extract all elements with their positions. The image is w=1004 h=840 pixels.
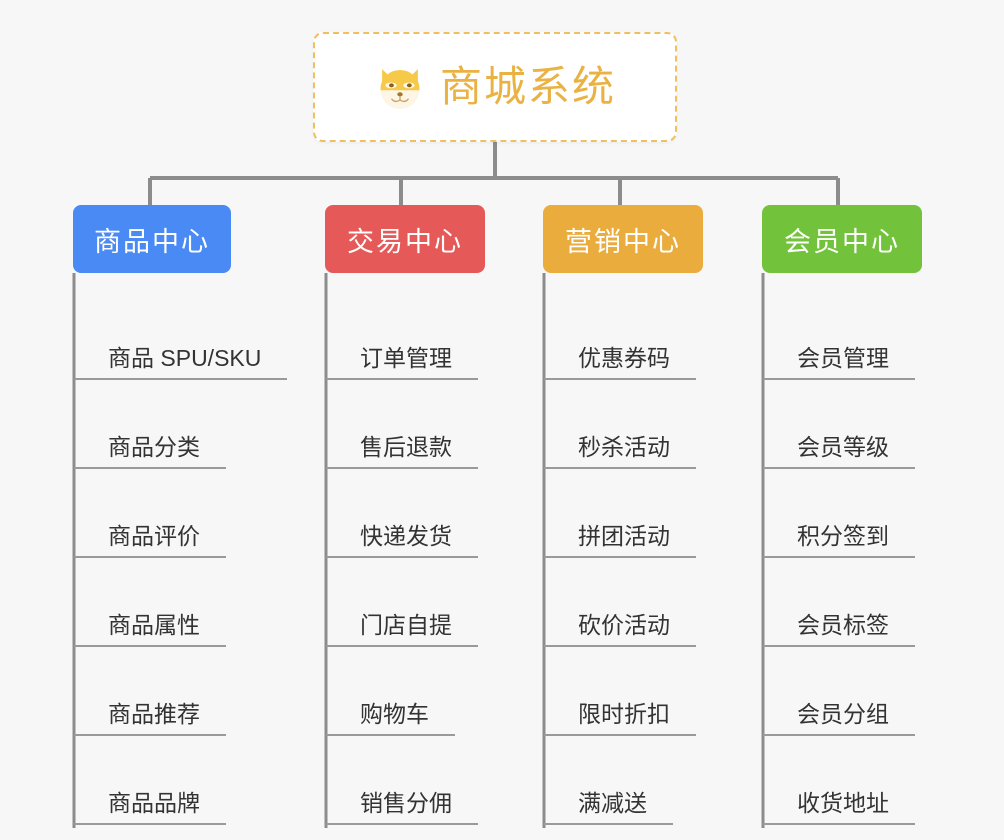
leaf-label: 秒杀活动: [574, 434, 696, 469]
leaf-label: 购物车: [356, 701, 455, 736]
leaf-connector: [544, 734, 574, 736]
leaf-item[interactable]: 拼团活动: [544, 473, 725, 562]
branch-column-2: 营销中心 优惠券码 秒杀活动 拼团活动 砍价活动 限时折扣 满减送: [543, 205, 725, 829]
leaf-item[interactable]: 会员等级: [763, 384, 942, 473]
leaf-list-1: 订单管理 售后退款 快递发货 门店自提 购物车 销售分佣: [325, 295, 525, 829]
branch-column-3: 会员中心 会员管理 会员等级 积分签到 会员标签 会员分组 收货地址: [762, 205, 942, 829]
leaf-label: 满减送: [574, 790, 673, 825]
leaf-item[interactable]: 秒杀活动: [544, 384, 725, 473]
leaf-label: 砍价活动: [574, 612, 696, 647]
leaf-label: 商品属性: [104, 612, 226, 647]
leaf-item[interactable]: 商品评价: [74, 473, 293, 562]
leaf-label: 门店自提: [356, 612, 478, 647]
leaf-connector: [326, 467, 356, 469]
leaf-item[interactable]: 满减送: [544, 740, 725, 829]
branch-header-0[interactable]: 商品中心: [73, 205, 231, 273]
leaf-label: 优惠券码: [574, 345, 696, 380]
leaf-label: 商品评价: [104, 523, 226, 558]
leaf-connector: [763, 378, 793, 380]
leaf-list-3: 会员管理 会员等级 积分签到 会员标签 会员分组 收货地址: [762, 295, 942, 829]
leaf-connector: [763, 823, 793, 825]
leaf-connector: [763, 467, 793, 469]
leaf-item[interactable]: 购物车: [326, 651, 525, 740]
leaf-connector: [326, 556, 356, 558]
leaf-label: 会员管理: [793, 345, 915, 380]
branch-header-label-0: 商品中心: [94, 226, 210, 257]
branch-header-2[interactable]: 营销中心: [543, 205, 703, 273]
leaf-label: 限时折扣: [574, 701, 696, 736]
leaf-label: 积分签到: [793, 523, 915, 558]
leaf-label: 会员标签: [793, 612, 915, 647]
branch-header-3[interactable]: 会员中心: [762, 205, 922, 273]
leaf-label: 商品分类: [104, 434, 226, 469]
shiba-dog-face-icon: [380, 69, 420, 109]
leaf-list-0: 商品 SPU/SKU 商品分类 商品评价 商品属性 商品推荐 商品品牌: [73, 295, 293, 829]
leaf-connector: [74, 467, 104, 469]
leaf-label: 订单管理: [356, 345, 478, 380]
leaf-item[interactable]: 商品属性: [74, 562, 293, 651]
leaf-list-2: 优惠券码 秒杀活动 拼团活动 砍价活动 限时折扣 满减送: [543, 295, 725, 829]
leaf-label: 商品品牌: [104, 790, 226, 825]
leaf-item[interactable]: 积分签到: [763, 473, 942, 562]
branch-column-0: 商品中心 商品 SPU/SKU 商品分类 商品评价 商品属性 商品推荐 商品品牌: [73, 205, 293, 829]
leaf-connector: [326, 823, 356, 825]
leaf-connector: [763, 734, 793, 736]
leaf-item[interactable]: 商品推荐: [74, 651, 293, 740]
leaf-label: 销售分佣: [356, 790, 478, 825]
leaf-connector: [326, 734, 356, 736]
leaf-label: 拼团活动: [574, 523, 696, 558]
leaf-label: 收货地址: [793, 790, 915, 825]
branch-header-label-1: 交易中心: [347, 226, 463, 257]
branch-column-1: 交易中心 订单管理 售后退款 快递发货 门店自提 购物车 销售分佣: [325, 205, 525, 829]
leaf-item[interactable]: 砍价活动: [544, 562, 725, 651]
leaf-label: 商品推荐: [104, 701, 226, 736]
leaf-item[interactable]: 限时折扣: [544, 651, 725, 740]
leaf-item[interactable]: 门店自提: [326, 562, 525, 651]
leaf-connector: [544, 823, 574, 825]
leaf-connector: [544, 645, 574, 647]
leaf-connector: [326, 645, 356, 647]
leaf-label: 会员等级: [793, 434, 915, 469]
leaf-item[interactable]: 销售分佣: [326, 740, 525, 829]
leaf-item[interactable]: 商品品牌: [74, 740, 293, 829]
root-node[interactable]: 商城系统: [313, 32, 677, 142]
leaf-connector: [544, 556, 574, 558]
leaf-connector: [74, 645, 104, 647]
leaf-item[interactable]: 订单管理: [326, 295, 525, 384]
leaf-item[interactable]: 收货地址: [763, 740, 942, 829]
leaf-label: 售后退款: [356, 434, 478, 469]
leaf-connector: [544, 378, 574, 380]
leaf-item[interactable]: 会员管理: [763, 295, 942, 384]
branch-header-label-3: 会员中心: [784, 226, 900, 257]
leaf-connector: [763, 556, 793, 558]
leaf-item[interactable]: 商品分类: [74, 384, 293, 473]
branch-header-1[interactable]: 交易中心: [325, 205, 485, 273]
leaf-item[interactable]: 商品 SPU/SKU: [74, 295, 293, 384]
leaf-item[interactable]: 售后退款: [326, 384, 525, 473]
leaf-label: 商品 SPU/SKU: [104, 345, 288, 380]
leaf-item[interactable]: 优惠券码: [544, 295, 725, 384]
leaf-connector: [74, 556, 104, 558]
leaf-label: 会员分组: [793, 701, 915, 736]
leaf-label: 快递发货: [356, 523, 478, 558]
leaf-item[interactable]: 快递发货: [326, 473, 525, 562]
page-title: 商城系统: [439, 63, 616, 110]
leaf-connector: [326, 378, 356, 380]
leaf-connector: [544, 467, 574, 469]
leaf-connector: [763, 645, 793, 647]
branch-header-label-2: 营销中心: [565, 226, 681, 257]
leaf-connector: [74, 734, 104, 736]
leaf-item[interactable]: 会员分组: [763, 651, 942, 740]
leaf-item[interactable]: 会员标签: [763, 562, 942, 651]
leaf-connector: [74, 378, 104, 380]
leaf-connector: [74, 823, 104, 825]
